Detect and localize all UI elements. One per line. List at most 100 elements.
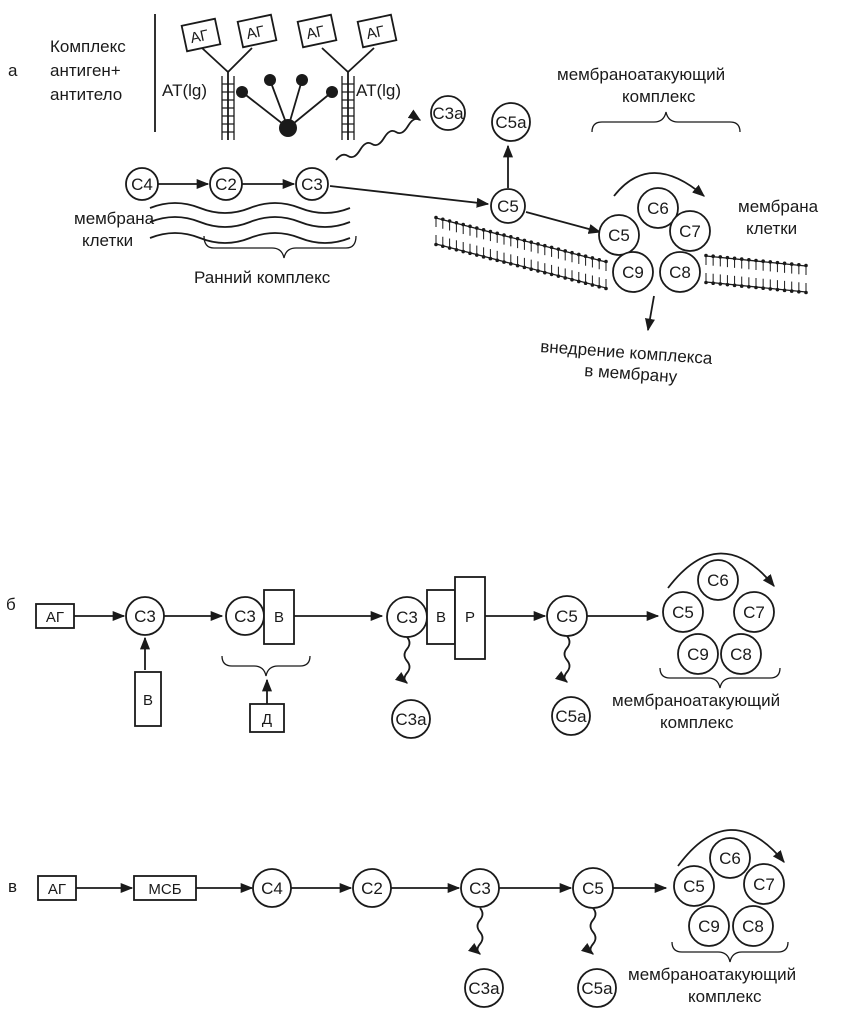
svg-text:B: B xyxy=(436,609,446,626)
svg-text:МСБ: МСБ xyxy=(148,881,181,898)
b-wavy-c5a xyxy=(554,635,571,683)
antigen-label-1: АГ xyxy=(189,27,210,47)
svg-text:C5a: C5a xyxy=(495,113,527,132)
antigen-label-2: АГ xyxy=(245,23,266,43)
panel-a-letter: а xyxy=(8,61,18,80)
antigen-box-1: АГ xyxy=(180,17,222,53)
antigen-label-4: АГ xyxy=(365,23,386,43)
b-node-c3a: C3a xyxy=(391,699,431,739)
c-node-c2: C2 xyxy=(352,868,392,908)
svg-text:C7: C7 xyxy=(679,222,701,241)
panel-b-letter: б xyxy=(6,595,16,614)
svg-text:C3a: C3a xyxy=(468,979,500,998)
panel-a: а Комплекс антиген+ антитело АГ АГ АГ xyxy=(8,13,819,387)
svg-text:C5: C5 xyxy=(497,197,519,216)
c-wavy-c5a xyxy=(580,907,597,955)
svg-text:C3: C3 xyxy=(396,608,418,627)
svg-text:C9: C9 xyxy=(687,645,709,664)
a-node-c2: C2 xyxy=(209,167,243,201)
c-mac-brace xyxy=(671,941,789,963)
svg-text:C6: C6 xyxy=(707,571,729,590)
svg-text:АГ: АГ xyxy=(48,881,66,898)
svg-text:C7: C7 xyxy=(743,603,765,622)
c-ring: C6 C5 C7 C9 C8 xyxy=(673,837,785,947)
b-node-c5: C5 xyxy=(546,595,588,637)
b-node-c3b-complex: C3 B xyxy=(225,589,295,645)
b-antigen-box: АГ xyxy=(35,603,75,629)
svg-text:C5: C5 xyxy=(556,607,578,626)
b-mac-label-1: мембраноатакующий xyxy=(612,691,780,710)
svg-text:C3a: C3a xyxy=(395,710,427,729)
svg-text:C2: C2 xyxy=(215,175,237,194)
arrow-c5-ring xyxy=(525,211,602,234)
svg-text:C7: C7 xyxy=(753,875,775,894)
svg-text:C8: C8 xyxy=(669,263,691,282)
a-ring: C6 C5 C7 C9 C8 xyxy=(598,187,711,293)
wavy-c3-c3a xyxy=(335,109,422,161)
a-node-c3a: C3a xyxy=(430,95,466,131)
svg-text:АГ: АГ xyxy=(46,609,64,626)
complex-title-line3: антитело xyxy=(50,85,122,104)
b-box-d: Д xyxy=(249,703,285,733)
ring-arc-a xyxy=(613,172,705,197)
svg-text:C8: C8 xyxy=(730,645,752,664)
c-mac-label-2: комплекс xyxy=(688,987,762,1006)
antibody-left xyxy=(201,47,253,140)
svg-text:C5a: C5a xyxy=(555,707,587,726)
svg-text:C3a: C3a xyxy=(432,104,464,123)
svg-text:B: B xyxy=(143,692,153,709)
mac-label-a-2: комплекс xyxy=(622,87,696,106)
membrane-left-label-2: клетки xyxy=(82,231,133,250)
svg-text:C4: C4 xyxy=(131,175,153,194)
early-complex-brace xyxy=(203,235,357,259)
svg-text:Д: Д xyxy=(262,711,272,728)
svg-text:C3: C3 xyxy=(234,607,256,626)
svg-text:C3: C3 xyxy=(469,879,491,898)
antibody-label-right: AT(lg) xyxy=(356,81,401,100)
svg-text:P: P xyxy=(465,609,475,626)
panel-c-letter: в xyxy=(8,877,17,896)
svg-text:C3: C3 xyxy=(301,175,323,194)
svg-text:C6: C6 xyxy=(719,849,741,868)
svg-text:B: B xyxy=(274,609,284,626)
svg-text:C5a: C5a xyxy=(581,979,613,998)
b-ring: C6 C5 C7 C9 C8 xyxy=(662,559,775,675)
c-mac-label-1: мембраноатакующий xyxy=(628,965,796,984)
svg-text:C4: C4 xyxy=(261,879,283,898)
svg-text:C6: C6 xyxy=(647,199,669,218)
b-mac-label-2: комплекс xyxy=(660,713,734,732)
panel-b: б АГ C3 B C3 B Д C3 xyxy=(6,552,781,739)
svg-text:C9: C9 xyxy=(698,917,720,936)
c-node-c4: C4 xyxy=(252,868,292,908)
a-node-c3: C3 xyxy=(295,167,329,201)
a-node-c4: C4 xyxy=(125,167,159,201)
svg-text:C5: C5 xyxy=(683,877,705,896)
svg-text:C2: C2 xyxy=(361,879,383,898)
membrane-right-label-2: клетки xyxy=(746,219,797,238)
c-node-c3: C3 xyxy=(460,868,500,908)
antibody-right xyxy=(321,47,375,140)
a-node-c5: C5 xyxy=(490,188,526,224)
membrane-right xyxy=(434,215,808,295)
membrane-left xyxy=(149,202,351,244)
c1-complex xyxy=(236,74,338,137)
arrow-c3-c5 xyxy=(329,185,490,208)
c-antigen-box: АГ xyxy=(37,875,77,901)
complex-title-line1: Комплекс xyxy=(50,37,126,56)
arrow-insertion xyxy=(645,295,655,332)
panel-c: в АГ МСБ C4 C2 C3 C3a xyxy=(8,829,796,1008)
insertion-label-2: в мембрану xyxy=(584,361,679,386)
antibody-label-left: AT(lg) xyxy=(162,81,207,100)
svg-text:C9: C9 xyxy=(622,263,644,282)
mac-brace-a xyxy=(591,111,741,133)
svg-text:C5: C5 xyxy=(608,226,630,245)
c-node-c5a: C5a xyxy=(577,968,617,1008)
a-node-c5a: C5a xyxy=(491,102,531,142)
complex-title-line2: антиген+ xyxy=(50,61,121,80)
b-ring-arc xyxy=(667,552,775,589)
antigen-box-2: АГ xyxy=(236,13,278,49)
b-wavy-c3a xyxy=(394,636,411,684)
c-msb-box: МСБ xyxy=(133,875,197,901)
